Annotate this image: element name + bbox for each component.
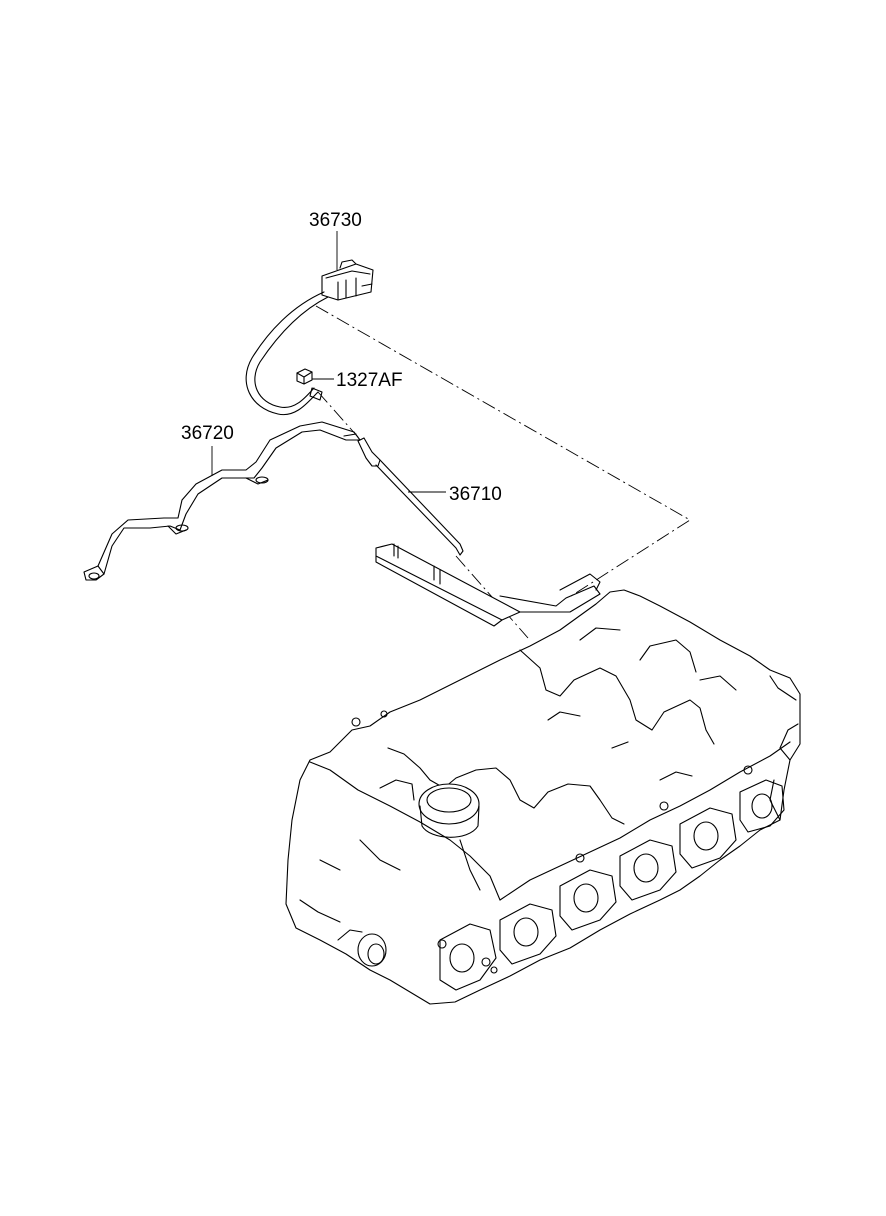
plate-hole-2 — [255, 476, 269, 484]
port-1 — [449, 943, 475, 973]
glow-plug-body — [375, 459, 464, 556]
harness-wire-outer — [245, 291, 325, 416]
rail-details — [375, 543, 503, 627]
plate-hole-1 — [175, 524, 189, 532]
oil-filler-cap — [418, 783, 480, 825]
head-front-details — [299, 779, 481, 941]
head-rear-details — [769, 675, 799, 821]
port-flange-3 — [559, 869, 617, 931]
port-flange-1 — [439, 923, 497, 991]
rail-top — [375, 543, 521, 621]
end-plug — [357, 933, 387, 967]
oil-filler-cap-top — [426, 787, 472, 813]
port-5 — [693, 821, 719, 851]
port-flange-4 — [619, 839, 677, 901]
harness-wire-inner — [254, 296, 329, 409]
glow-plug — [357, 437, 464, 556]
bolt-hole — [481, 957, 491, 967]
bolt-hole — [380, 710, 388, 718]
port-row — [439, 779, 785, 991]
plate-outline — [83, 421, 361, 581]
callout-label-36720: 36720 — [181, 423, 234, 444]
cam-cover-ridge-3 — [547, 627, 737, 781]
bolt-hole — [351, 717, 361, 727]
connector-bracket — [559, 573, 601, 591]
harness-clip — [499, 585, 601, 613]
callout-label-36710: 36710 — [449, 484, 502, 505]
glow-plug-plate — [83, 421, 361, 581]
callout-label-1327AF: 1327AF — [336, 370, 403, 391]
bolt-holes — [351, 710, 753, 974]
cam-cover-ridge-2 — [387, 747, 625, 825]
bolt-hole — [659, 801, 669, 811]
bolt-hole — [437, 939, 447, 949]
port-flange-5 — [679, 807, 737, 869]
plate-hole-3 — [88, 572, 100, 580]
port-flange-2 — [499, 903, 557, 965]
bolt-hole — [575, 853, 585, 863]
port-flange-6 — [739, 779, 785, 833]
port-3 — [573, 883, 599, 913]
nut-1327AF — [296, 368, 313, 385]
oil-filler-cap-side — [419, 805, 480, 838]
install-line-nut — [317, 391, 359, 438]
nut-edges — [296, 371, 313, 385]
port-6 — [751, 793, 773, 819]
connector-detail — [325, 270, 373, 301]
plate-edges — [97, 433, 357, 575]
port-2 — [513, 917, 539, 947]
callout-label-36730: 36730 — [309, 210, 362, 231]
glow-plug-head — [357, 437, 381, 467]
head-top-edge — [309, 761, 501, 901]
connector-body — [321, 263, 374, 301]
cylinder-head — [285, 589, 801, 1005]
bolt-hole — [490, 966, 498, 974]
rail-bracket — [375, 543, 601, 627]
cam-cover-ridge-1 — [519, 649, 715, 745]
install-lines — [315, 305, 691, 639]
glow-plug-harness — [245, 259, 374, 416]
harness-terminal — [309, 387, 323, 401]
end-plug-inner — [367, 943, 385, 965]
leader-lines — [211, 231, 446, 493]
connector-latch — [339, 259, 357, 269]
port-4 — [633, 853, 659, 883]
bolt-hole — [743, 765, 753, 775]
